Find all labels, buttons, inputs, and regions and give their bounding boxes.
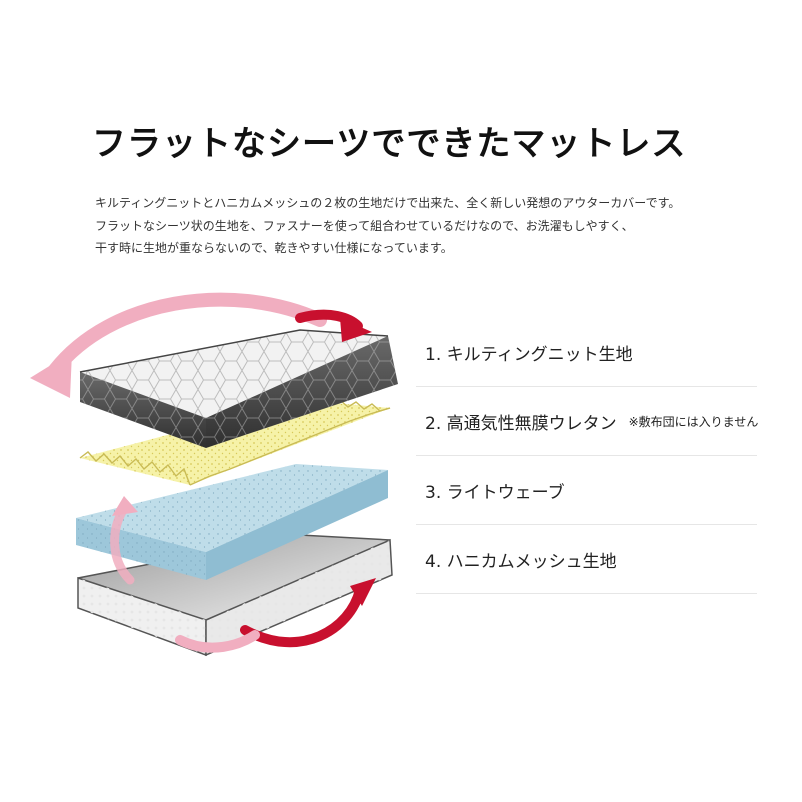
layer-item-3: 3. ライトウェーブ — [416, 456, 757, 525]
page-title: フラットなシーツでできたマットレス — [92, 116, 686, 165]
layer-note-2: ※敷布団には入りません — [629, 413, 759, 430]
layer-label-3: 3. ライトウェーブ — [425, 478, 565, 503]
layer-list: 1. キルティングニット生地 2. 高通気性無膜ウレタン ※敷布団には入りません… — [416, 318, 757, 594]
layer-label-1: 1. キルティングニット生地 — [425, 340, 633, 365]
layer-label-4: 4. ハニカムメッシュ生地 — [425, 547, 617, 572]
layer-quilted-knit — [80, 330, 398, 448]
mattress-exploded-diagram — [0, 290, 420, 670]
description: キルティングニットとハニカムメッシュの２枚の生地だけで出来た、全く新しい発想のア… — [95, 192, 680, 260]
layer-item-2: 2. 高通気性無膜ウレタン ※敷布団には入りません — [416, 387, 757, 456]
description-line-1: キルティングニットとハニカムメッシュの２枚の生地だけで出来た、全く新しい発想のア… — [95, 192, 680, 215]
description-line-2: フラットなシーツ状の生地を、ファスナーを使って組合わせているだけなので、お洗濯も… — [95, 215, 680, 238]
layer-label-2: 2. 高通気性無膜ウレタン — [425, 409, 617, 434]
description-line-3: 干す時に生地が重ならないので、乾きやすい仕様になっています。 — [95, 237, 680, 260]
layer-item-1: 1. キルティングニット生地 — [416, 318, 757, 387]
layer-item-4: 4. ハニカムメッシュ生地 — [416, 525, 757, 594]
pink-arrow-head-left — [30, 352, 72, 398]
